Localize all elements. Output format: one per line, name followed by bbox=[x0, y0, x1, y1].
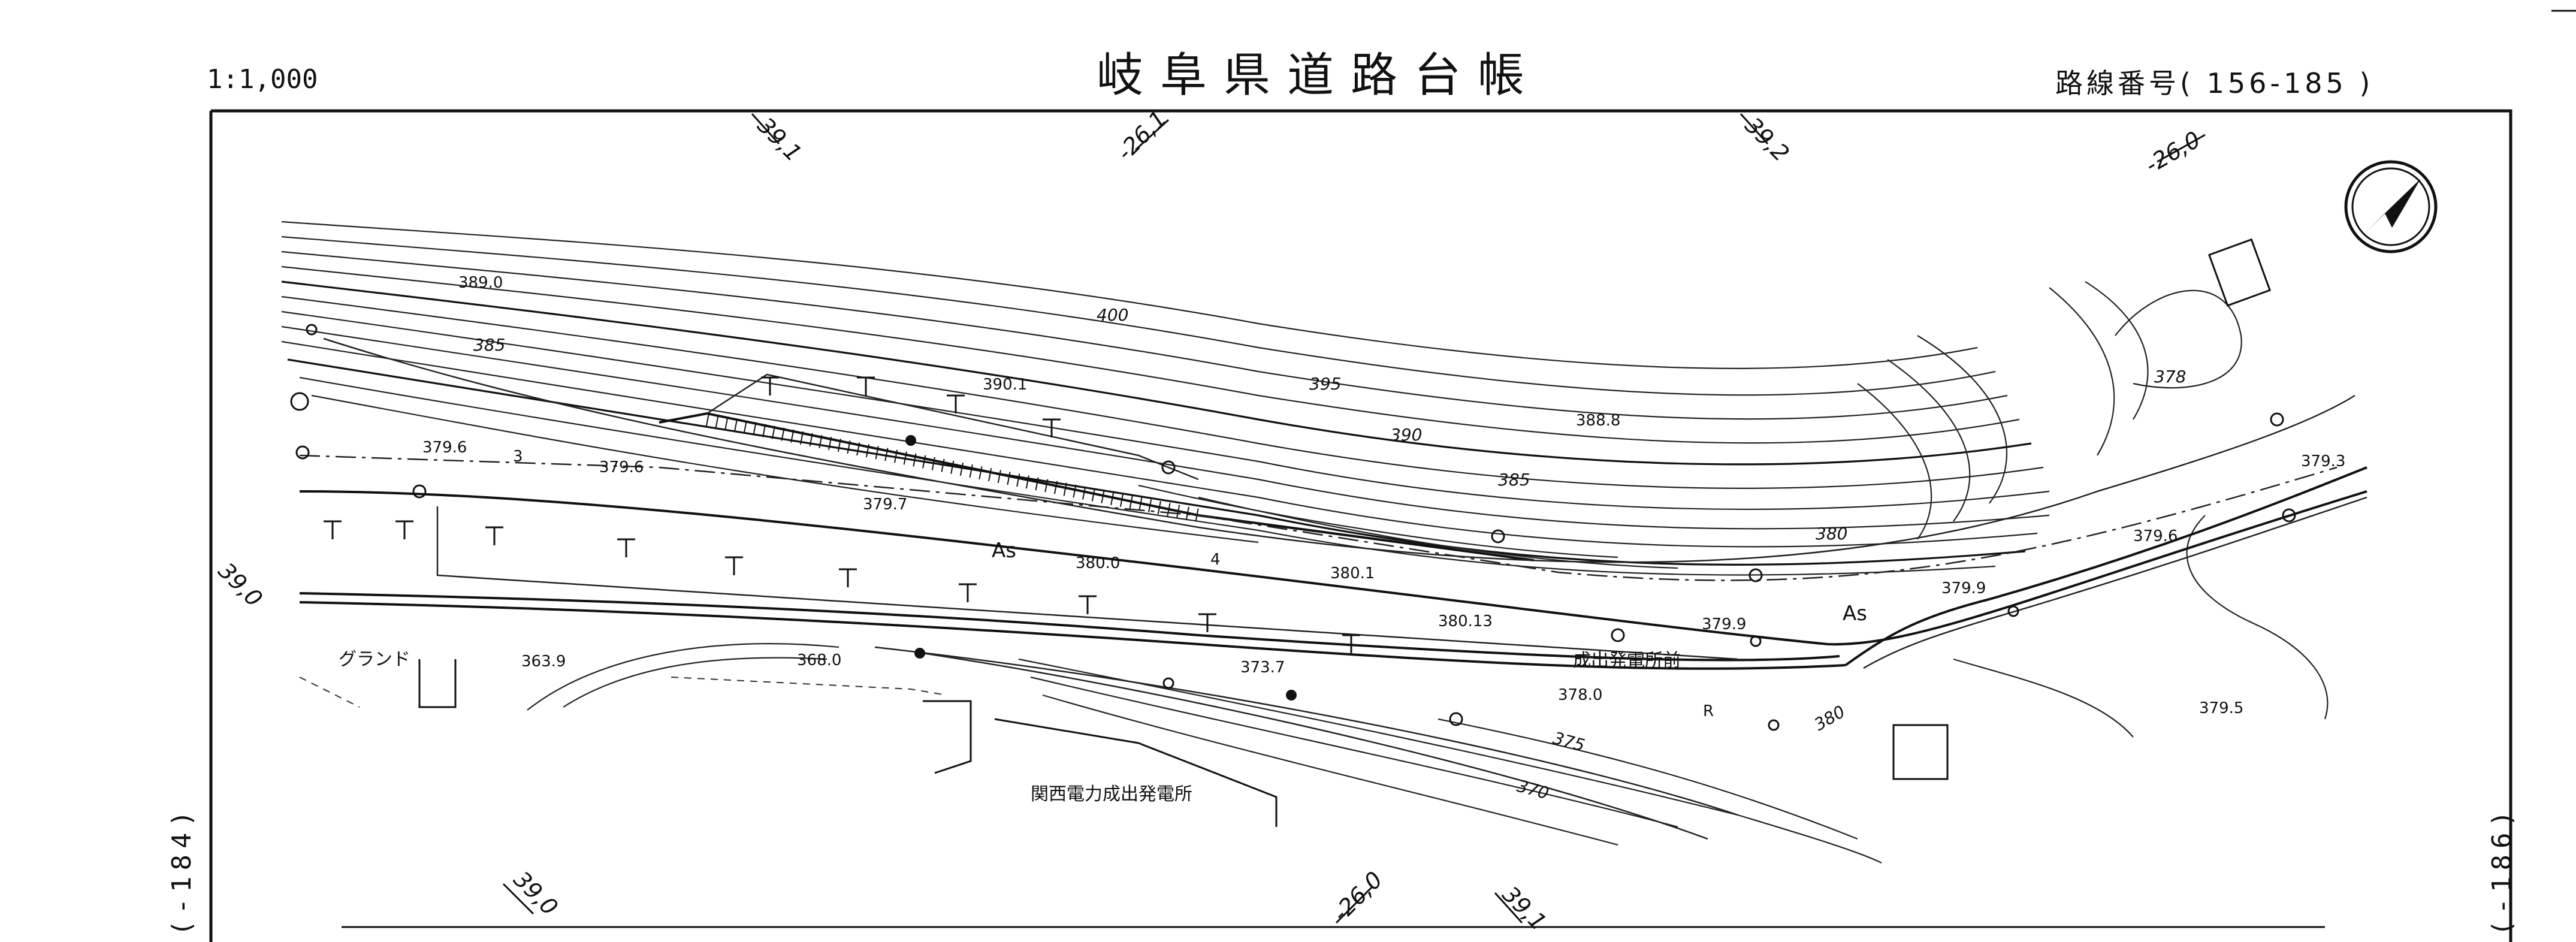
grid-tick-top-4 bbox=[2157, 134, 2206, 163]
spot-elevation: 379.6 bbox=[599, 458, 644, 476]
spot-elevation: 379.6 bbox=[422, 439, 467, 457]
contour-lines-right bbox=[1857, 281, 2329, 738]
grid-tick-bottom-3 bbox=[1494, 892, 1523, 924]
spot-elevation: 390.1 bbox=[983, 376, 1027, 394]
road-network bbox=[299, 337, 2367, 840]
grid-tick-top-2 bbox=[1134, 119, 1170, 151]
surface-label-as: As bbox=[992, 539, 1016, 563]
spot-elevation: 389.0 bbox=[458, 274, 503, 292]
contour-label-370: 370 bbox=[1515, 776, 1551, 804]
structures bbox=[418, 238, 2272, 827]
grid-label-bottom-2: -26,0 bbox=[1327, 866, 1388, 927]
scale-label: 1:1,000 bbox=[207, 64, 318, 95]
ground-label: グランド bbox=[339, 649, 410, 670]
contour-label-400: 400 bbox=[1097, 305, 1128, 325]
spot-elevation: 379.9 bbox=[1941, 579, 1986, 597]
spot-elevation: 379.3 bbox=[2301, 452, 2345, 470]
contour-label-395: 395 bbox=[1309, 374, 1341, 394]
contour-label-380-mid: 380 bbox=[1816, 524, 1847, 544]
grid-tick-top-1 bbox=[751, 113, 780, 145]
roadside-symbols bbox=[324, 376, 1360, 653]
north-arrow-icon bbox=[2344, 160, 2438, 253]
grid-label-left: 39,0 bbox=[213, 557, 268, 612]
spot-elevation: 368.0 bbox=[797, 651, 841, 669]
spot-elevation: 379.7 bbox=[863, 496, 907, 514]
bus-stop-label: 成出発電所前 bbox=[1573, 650, 1681, 671]
grid-label-top-2: -26,1 bbox=[1112, 105, 1172, 166]
spot-elevation: 363.9 bbox=[521, 653, 566, 671]
spot-elevation: 379.6 bbox=[2133, 527, 2178, 545]
adjacent-sheet-left: (-184) bbox=[167, 805, 197, 936]
power-station-label: 関西電力成出発電所 bbox=[1031, 784, 1192, 805]
marker-label-3: 3 bbox=[513, 448, 523, 466]
spot-elevation: 379.5 bbox=[2199, 699, 2243, 717]
contour-label-378: 378 bbox=[2154, 367, 2186, 387]
contour-lines-lower bbox=[299, 643, 1882, 864]
marker-label-r: R bbox=[1703, 702, 1714, 720]
grid-label-bottom-1: 39,0 bbox=[509, 866, 563, 920]
contour-label-375: 375 bbox=[1551, 728, 1587, 756]
survey-points bbox=[290, 324, 2296, 731]
grid-tick-top-3 bbox=[1740, 113, 1769, 145]
page-title: 岐阜県道路台帳 bbox=[1097, 49, 1541, 102]
surface-label-as: As bbox=[1843, 602, 1867, 626]
spot-elevation: 379.9 bbox=[1702, 615, 1746, 633]
contour-label-385-upper: 385 bbox=[473, 335, 505, 355]
spot-elevation: 388.8 bbox=[1576, 412, 1620, 430]
filled-points bbox=[905, 435, 1297, 701]
spot-elevation: 378.0 bbox=[1558, 686, 1602, 704]
grid-label-top-3: 39,2 bbox=[1740, 112, 1795, 167]
grid-label-top-1: 39,1 bbox=[753, 112, 807, 167]
map-frame bbox=[209, 109, 2512, 942]
grid-tick-bottom-1 bbox=[502, 883, 534, 915]
contour-label-385-mid: 385 bbox=[1498, 470, 1530, 490]
contour-label-390: 390 bbox=[1390, 425, 1422, 445]
contour-label-380-lower: 380 bbox=[1811, 702, 1849, 735]
marker-label-4: 4 bbox=[1210, 551, 1221, 569]
spot-elevation: 373.7 bbox=[1240, 659, 1285, 677]
grid-tick-bottom-2 bbox=[1335, 886, 1373, 924]
retaining-wall bbox=[659, 373, 1535, 561]
adjacent-sheet-right: (-186) bbox=[2487, 805, 2517, 936]
spot-elevation: 380.0 bbox=[1076, 554, 1120, 572]
route-number: 路線番号( 156-185 ) bbox=[2055, 67, 2373, 99]
spot-elevation: 380.1 bbox=[1330, 564, 1375, 582]
contour-lines-upper bbox=[281, 221, 2050, 576]
spot-elevation: 380.13 bbox=[1438, 612, 1493, 630]
